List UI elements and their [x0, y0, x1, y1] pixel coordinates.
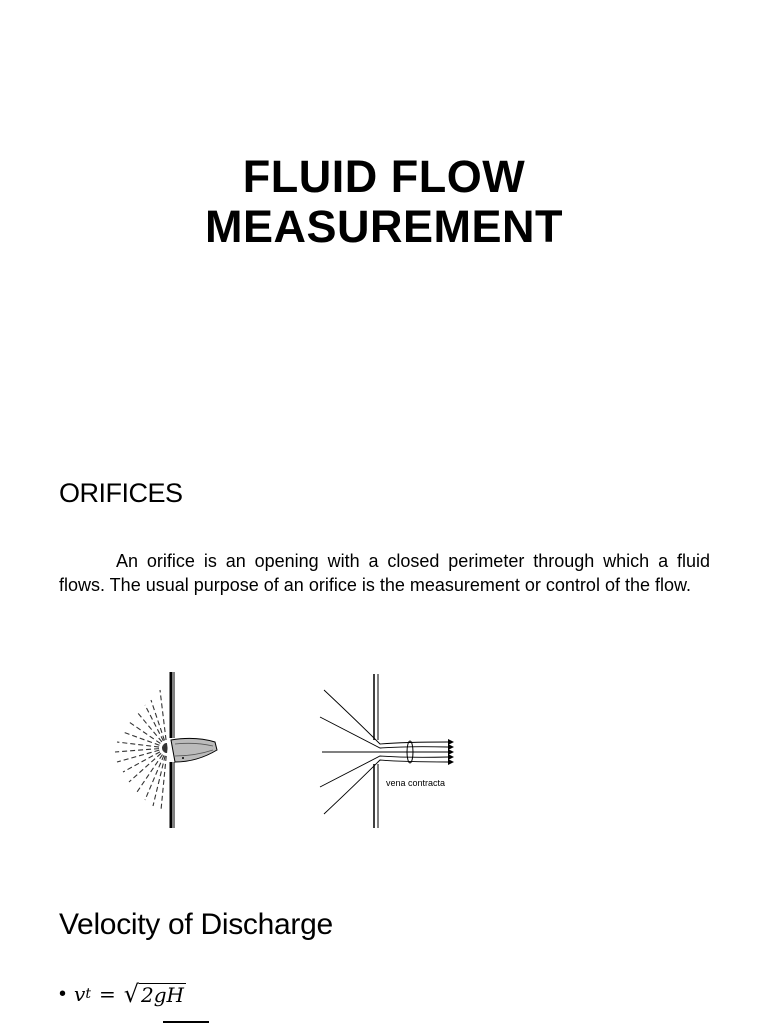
slide-title: FLUID FLOW MEASUREMENT [0, 152, 768, 252]
eq-velocity-subscript: t [85, 986, 91, 1002]
orifice-jet-figure [114, 672, 218, 828]
next-equation-fraction-bar [163, 1021, 209, 1023]
bullet-dot: • [59, 982, 67, 1005]
title-line-1: FLUID FLOW [242, 151, 526, 202]
orifices-heading: ORIFICES [59, 478, 183, 508]
vena-contracta-label: vena contracta [386, 778, 445, 788]
title-line-2: MEASUREMENT [204, 201, 563, 252]
eq-velocity-symbol: v [74, 982, 86, 1006]
orifices-paragraph: An orifice is an opening with a closed p… [59, 551, 710, 595]
eq-sqrt-body: 2gH [139, 982, 186, 1007]
velocity-heading: Velocity of Discharge [59, 908, 333, 941]
eq-equals: = [98, 982, 116, 1006]
vena-contracta-figure: vena contracta [319, 674, 454, 828]
sqrt-icon: √ [123, 980, 140, 1008]
